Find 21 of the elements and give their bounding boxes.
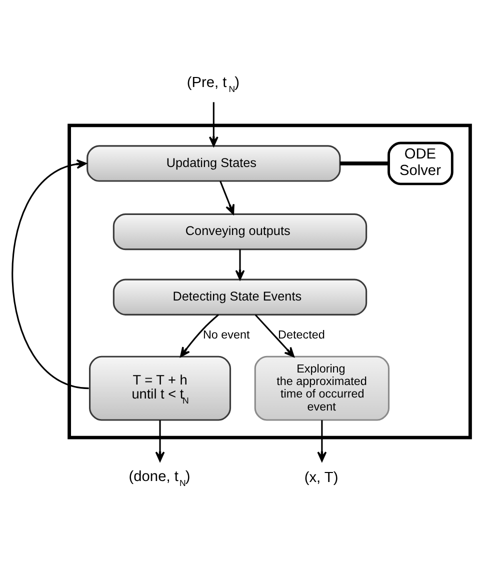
node-box: ODE Solver [388,141,454,185]
node-text: (done, t$_{N}$) [128,468,190,488]
arrow [254,314,294,357]
edge-label: No event [202,328,250,342]
arrow [235,248,245,280]
arrow [12,158,89,389]
edge-label: Detected [278,328,325,342]
arrow [317,420,327,462]
node-box: Detecting State Events [112,278,368,315]
node-box: Updating States [86,144,341,182]
arrow [208,102,218,146]
node-text: (x, T) [304,469,338,486]
node-box: T = T + h until t < t$_{N}$ [89,355,232,420]
node-box: Conveying outputs [112,212,368,250]
node-box: Exploring the approximated time of occurred event [254,355,390,420]
arrow [155,420,165,462]
arrow [180,314,219,357]
arrow [220,180,234,214]
cluster [68,123,472,439]
node-text: (Pre, t$_{N}$) [186,74,240,94]
connector [340,161,389,165]
